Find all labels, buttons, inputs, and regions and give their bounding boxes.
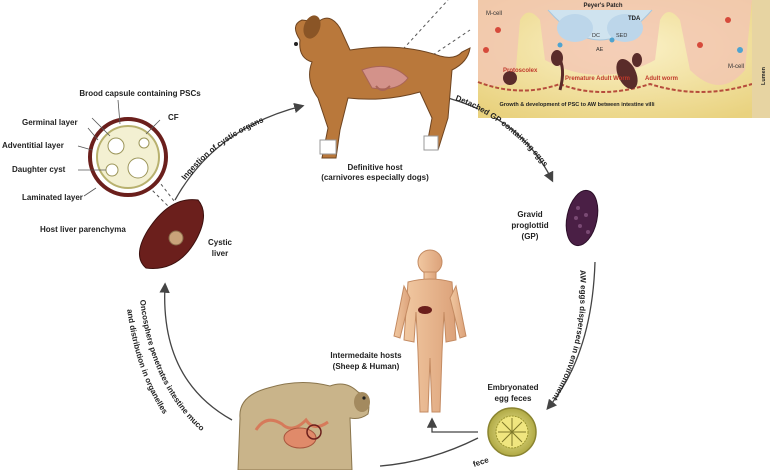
arrow-detached xyxy=(439,95,554,183)
inset-adult-worm-label: Adult worm xyxy=(645,76,678,82)
inset-dc-label: DC xyxy=(592,33,600,39)
arrow-oncosphere xyxy=(159,282,233,421)
cycle-arrows xyxy=(159,95,596,467)
cystic-liver-label-2: liver xyxy=(212,249,228,258)
dispersed-label: AW eggs dispersed in environment xyxy=(550,270,587,403)
definitive-host-desc: (carnivores especially dogs) xyxy=(321,173,429,182)
germinal-layer-label: Germinal layer xyxy=(22,118,78,127)
definitive-host-label: Definitive host xyxy=(347,163,402,172)
arrow-dispersed xyxy=(546,261,596,411)
cystic-liver-label-1: Cystic xyxy=(208,238,233,247)
inset-m-cell-left-label: M-cell xyxy=(486,11,502,17)
egg-label-2: egg feces xyxy=(495,394,532,403)
bottom-fragment-label: fece xyxy=(472,455,491,469)
gravid-label-1: Gravid xyxy=(517,210,542,219)
arrow-to-human xyxy=(426,417,478,433)
ingestion-label: Ingestion of cystic organs xyxy=(180,115,266,182)
inset-ae-label: AE xyxy=(596,47,604,53)
gravid-label-3: (GP) xyxy=(522,232,539,241)
intestine-inset: Peyer's Patch M-cell M-cell TDA DC SED A… xyxy=(477,0,770,118)
inset-m-cell-right-label: M-cell xyxy=(728,64,744,70)
egg-label-1: Embryonated xyxy=(487,383,538,392)
brood-capsule-label: Brood capsule containing PSCs xyxy=(79,89,201,98)
inset-sed-label: SED xyxy=(616,33,627,39)
inset-lumen-label: Lumen xyxy=(761,66,767,85)
arrow-ingestion xyxy=(174,102,305,201)
cystic-liver: Cystic liver xyxy=(139,199,233,269)
adventitial-layer-label: Adventitial layer xyxy=(2,141,64,150)
inset-peyers-patch-label: Peyer's Patch xyxy=(583,3,622,9)
inset-premature-label: Premature Adult Worm xyxy=(565,76,630,82)
inset-tda-label: TDA xyxy=(628,16,641,22)
human-figure: Intermedaite hosts (Sheep & Human) xyxy=(330,249,467,413)
arrow-bottom xyxy=(379,437,479,467)
intermediate-label-1: Intermedaite hosts xyxy=(330,351,402,360)
host-liver-label: Host liver parenchyma xyxy=(40,225,126,234)
gravid-proglottid: Gravid proglottid (GP) xyxy=(511,189,599,247)
intermediate-label-2: (Sheep & Human) xyxy=(333,362,400,371)
cf-label: CF xyxy=(168,113,179,122)
sheep-illustration xyxy=(237,382,370,471)
inset-protoscolex-label: Protoscolex xyxy=(503,68,538,74)
daughter-cyst-label: Daughter cyst xyxy=(12,165,66,174)
embryonated-egg: Embryonated egg feces xyxy=(487,383,539,457)
laminated-layer-label: Laminated layer xyxy=(22,193,83,202)
inset-growth-caption: Growth & development of PSC to AW betwee… xyxy=(499,102,655,108)
gravid-label-2: proglottid xyxy=(511,221,548,230)
dog-illustration: Definitive host (carnivores especially d… xyxy=(294,15,471,182)
hydatid-cyst: Brood capsule containing PSCs CF Germina… xyxy=(2,89,201,234)
